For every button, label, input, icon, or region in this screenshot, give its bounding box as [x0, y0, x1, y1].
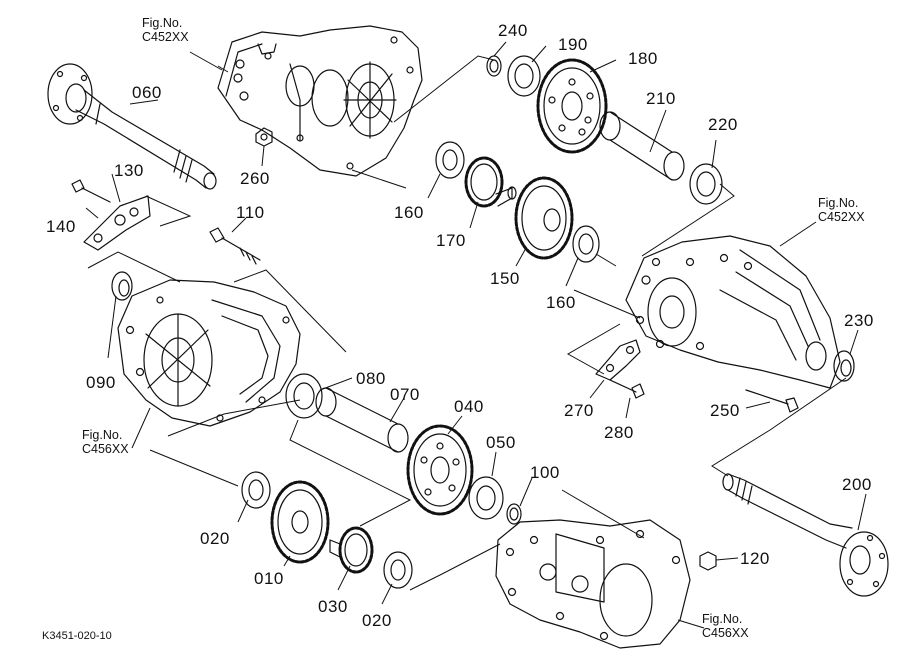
- part-label-100[interactable]: 100: [530, 463, 560, 482]
- upper-case-half-right: [625, 235, 841, 389]
- bracket-270: [595, 339, 641, 381]
- part-label-260[interactable]: 260: [240, 169, 270, 188]
- gear-040: [406, 424, 474, 516]
- pipe-210: [599, 111, 685, 181]
- gear-030: [329, 526, 374, 574]
- part-label-110[interactable]: 110: [236, 203, 265, 222]
- part-label-090[interactable]: 090: [86, 373, 116, 392]
- seal-230: [833, 350, 855, 382]
- part-label-190[interactable]: 190: [558, 35, 588, 54]
- part-label-250[interactable]: 250: [710, 401, 740, 420]
- fig-ref-line1: Fig.No.: [82, 428, 123, 442]
- bolt-140: [71, 179, 111, 203]
- gear-150: [514, 176, 574, 260]
- bolt-280: [609, 379, 645, 399]
- nut-260: [255, 127, 273, 147]
- part-label-030[interactable]: 030: [318, 597, 348, 616]
- part-label-240[interactable]: 240: [498, 21, 528, 40]
- part-label-220[interactable]: 220: [708, 115, 738, 134]
- part-label-200[interactable]: 200: [842, 475, 872, 494]
- fig-ref-line1: Fig.No.: [142, 16, 183, 30]
- bolt-110: [209, 227, 261, 261]
- bearing-190: [507, 55, 541, 97]
- bearing-160a: [435, 141, 465, 179]
- part-label-050[interactable]: 050: [486, 433, 516, 452]
- fig-ref-c456-left[interactable]: Fig.No. C456XX: [82, 428, 129, 457]
- diagram-code: K3451-020-10: [42, 630, 112, 642]
- part-label-020-right[interactable]: 020: [362, 611, 392, 630]
- fig-ref-line1: Fig.No.: [702, 612, 743, 626]
- seal-090: [111, 271, 133, 301]
- part-label-210[interactable]: 210: [646, 89, 676, 108]
- axle-shaft-060: [47, 63, 217, 190]
- fig-ref-c452-right[interactable]: Fig.No. C452XX: [818, 196, 865, 225]
- plate-130: [83, 195, 151, 251]
- part-label-280[interactable]: 280: [604, 423, 634, 442]
- fig-ref-c456-bottom[interactable]: Fig.No. C456XX: [702, 612, 749, 641]
- part-label-160-left[interactable]: 160: [394, 203, 424, 222]
- fig-ref-line1: Fig.No.: [818, 196, 859, 210]
- lower-case-half-bottom: [495, 519, 691, 649]
- part-label-120[interactable]: 120: [740, 549, 770, 568]
- part-label-070[interactable]: 070: [390, 385, 420, 404]
- part-label-040[interactable]: 040: [454, 397, 484, 416]
- circlip-100: [506, 503, 522, 525]
- fig-ref-line2: C456XX: [702, 626, 749, 641]
- nut-120: [699, 551, 717, 571]
- gear-180: [536, 58, 608, 154]
- part-label-180[interactable]: 180: [628, 49, 658, 68]
- part-label-060[interactable]: 060: [132, 83, 162, 102]
- part-label-130[interactable]: 130: [114, 161, 144, 180]
- part-label-230[interactable]: 230: [844, 311, 874, 330]
- part-label-160-right[interactable]: 160: [546, 293, 576, 312]
- lower-case-half-left: [117, 279, 301, 427]
- fig-ref-c452-top[interactable]: Fig.No. C452XX: [142, 16, 189, 45]
- part-label-170[interactable]: 170: [436, 231, 466, 250]
- fig-ref-line2: C452XX: [818, 210, 865, 225]
- fig-ref-line2: C452XX: [142, 30, 189, 45]
- part-label-270[interactable]: 270: [564, 401, 594, 420]
- upper-case-half-top: [217, 25, 423, 177]
- part-label-020-left[interactable]: 020: [200, 529, 230, 548]
- bearing-050: [468, 476, 504, 520]
- bearing-020b: [383, 551, 413, 589]
- bearing-220: [689, 163, 723, 205]
- axle-shaft-200: [722, 473, 889, 597]
- bolt-250: [745, 389, 799, 413]
- fig-ref-line2: C456XX: [82, 442, 129, 457]
- part-label-140[interactable]: 140: [46, 217, 76, 236]
- bearing-020a: [241, 471, 271, 509]
- bearing-160b: [572, 225, 600, 263]
- part-label-010[interactable]: 010: [254, 569, 284, 588]
- gear-010: [270, 480, 330, 564]
- part-label-150[interactable]: 150: [490, 269, 520, 288]
- pipe-070: [315, 387, 409, 453]
- bearing-080: [285, 373, 323, 419]
- part-label-080[interactable]: 080: [356, 369, 386, 388]
- gear-170: [464, 156, 517, 208]
